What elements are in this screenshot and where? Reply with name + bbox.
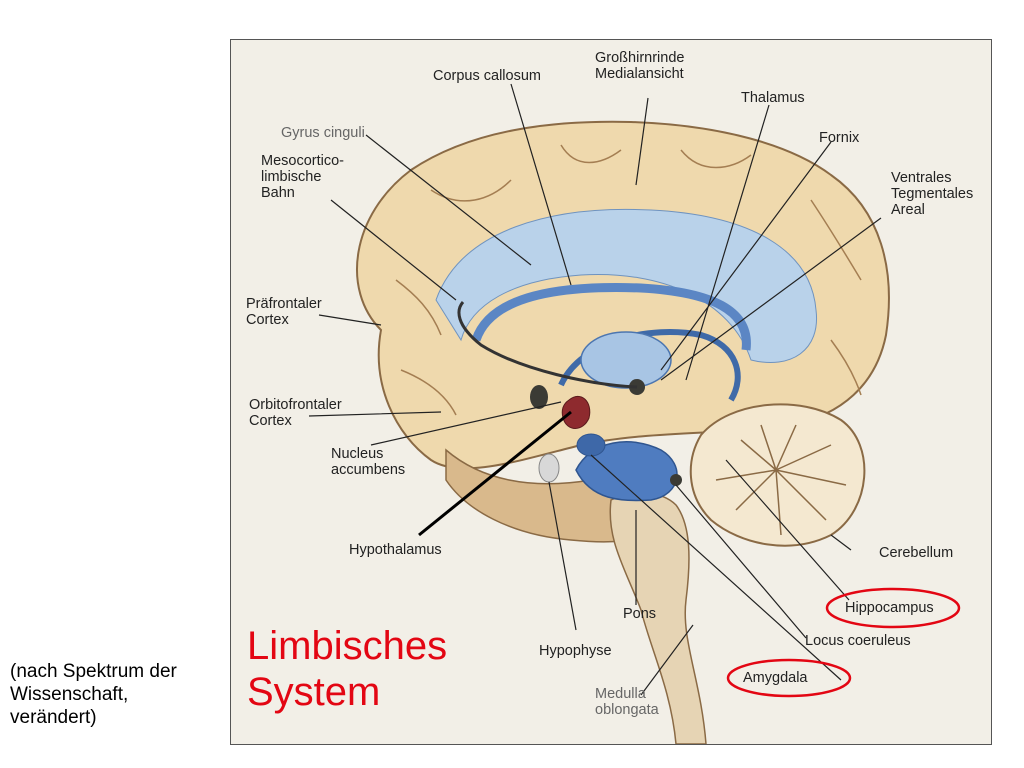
hypothalamus-leader	[418, 410, 572, 537]
label-gyrus-cinguli: Gyrus cinguli	[281, 125, 365, 141]
label-corpus-callosum: Corpus callosum	[433, 68, 541, 84]
locus-coeruleus-dot	[670, 474, 682, 486]
cortex-fold	[400, 369, 457, 416]
brain-figure: Corpus callosum Großhirnrinde Medialansi…	[230, 39, 992, 745]
label-locus-coeruleus: Locus coeruleus	[805, 633, 911, 649]
label-orbitofrontaler: Orbitofrontaler Cortex	[249, 397, 342, 429]
cortex-fold	[430, 179, 512, 202]
thalamus-body	[580, 331, 672, 389]
brain-illustration	[308, 83, 961, 744]
cerebellum-branches	[715, 424, 847, 536]
hippocampus-highlight	[825, 587, 961, 629]
cortex-fold	[560, 144, 622, 164]
source-note: (nach Spektrum der Wissenschaft, verände…	[10, 661, 177, 728]
label-amygdala: Amygdala	[743, 670, 808, 686]
cortex-fold	[810, 199, 862, 281]
label-vta: Ventrales Tegmentales Areal	[891, 170, 974, 218]
label-hippocampus: Hippocampus	[845, 600, 934, 616]
label-nucleus-accumbens: Nucleus accumbens	[331, 446, 406, 478]
label-cerebellum: Cerebellum	[879, 545, 954, 561]
nucleus-accumbens-dot	[530, 385, 548, 409]
label-thalamus: Thalamus	[741, 90, 805, 106]
corpus-callosum-arc	[471, 283, 751, 351]
diagram-title: Limbisches System	[247, 624, 448, 714]
label-fornix: Fornix	[819, 130, 860, 146]
cerebellum	[689, 403, 866, 547]
mesocortico-limbic-pathway	[457, 301, 638, 389]
label-hypophyse: Hypophyse	[539, 643, 612, 659]
label-medulla: Medulla oblongata	[595, 686, 659, 718]
cortex-fold	[395, 279, 442, 336]
gyrus-cinguli-band	[435, 208, 818, 364]
label-pons: Pons	[623, 606, 657, 622]
label-praefrontaler: Präfrontaler Cortex	[246, 296, 322, 328]
brain-stem	[609, 492, 707, 744]
cerebral-cortex	[356, 120, 890, 470]
label-mesocortico: Mesocortico- limbische Bahn	[261, 153, 344, 201]
label-hypothalamus: Hypothalamus	[349, 542, 442, 558]
label-grosshirnrinde: Großhirnrinde Medialansicht	[595, 50, 685, 82]
leader-lines	[308, 83, 882, 696]
amygdala-highlight	[726, 658, 852, 698]
cortex-fold	[680, 149, 752, 169]
hypophyse-body	[538, 453, 560, 483]
cortex-fold	[830, 339, 862, 396]
amygdala-body	[576, 433, 606, 457]
hypothalamus-body	[561, 395, 591, 429]
